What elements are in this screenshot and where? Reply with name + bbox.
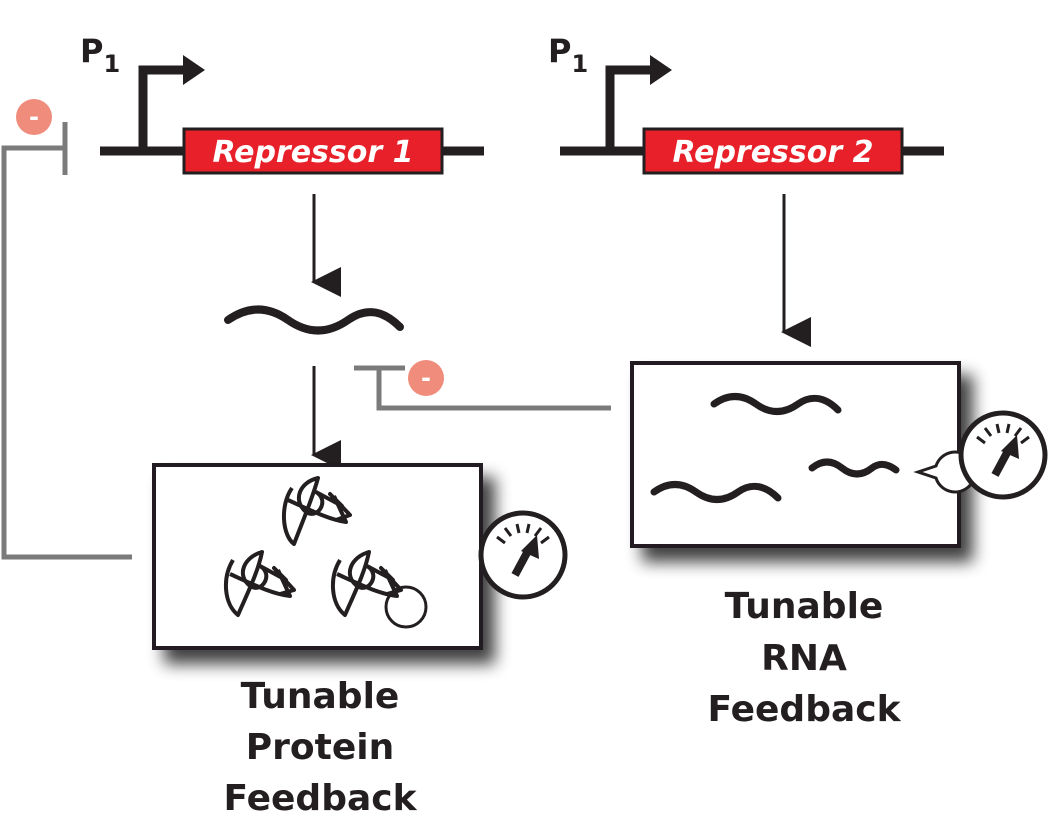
promoter-label-1: P1 [80, 32, 120, 78]
rna-box-frame [630, 361, 961, 548]
minus-badge-1-symbol: - [29, 103, 39, 131]
gene-label-repressor-1: Repressor 1 [212, 135, 413, 170]
protein-tangle-2 [223, 550, 296, 617]
minus-badge-2 [408, 360, 444, 396]
gene-box-repressor-1 [182, 127, 444, 175]
protein-tangle-3 [330, 550, 403, 617]
promoter-label-2: P1 [548, 32, 588, 78]
promoter-arrow-2 [605, 65, 652, 151]
promoter-arrowhead-1 [183, 55, 205, 85]
rna-feedback-line [376, 368, 611, 411]
gene-label-repressor-2: Repressor 2 [672, 135, 873, 170]
caption-rna-line-3: Feedback [707, 689, 901, 730]
gene-2-construct: P1 Repressor 2 [548, 32, 944, 175]
caption-protein-line-1: Tunable [241, 676, 400, 717]
caption-rna-line-1: Tunable [725, 586, 884, 627]
mrna-1 [224, 305, 404, 335]
minus-badge-1 [16, 99, 52, 135]
minus-badge-2-symbol: - [421, 364, 431, 392]
protease-icon-1 [384, 585, 428, 629]
rna-molecules [650, 393, 900, 503]
gene-1-construct: P1 Repressor 1 [80, 32, 484, 175]
dial-icon [958, 410, 1048, 500]
gene-box-repressor-2 [642, 127, 904, 175]
rna-molecule-2 [808, 458, 900, 478]
caption-protein-line-2: Protein [246, 727, 394, 768]
protein-tangles [223, 476, 428, 629]
protein-feedback-box [152, 463, 483, 650]
protein-tangle-1 [281, 476, 352, 546]
protein-feedback-line [1, 145, 132, 560]
dial-icon [478, 510, 568, 600]
promoter-arrow-1 [138, 65, 185, 151]
rna-molecule-1 [710, 393, 842, 415]
rna-molecule-3 [650, 481, 782, 503]
promoter-arrowhead-2 [650, 55, 672, 85]
rna-feedback-box [630, 361, 977, 548]
caption-protein-line-3: Feedback [223, 778, 417, 819]
caption-rna-line-2: RNA [761, 638, 847, 679]
